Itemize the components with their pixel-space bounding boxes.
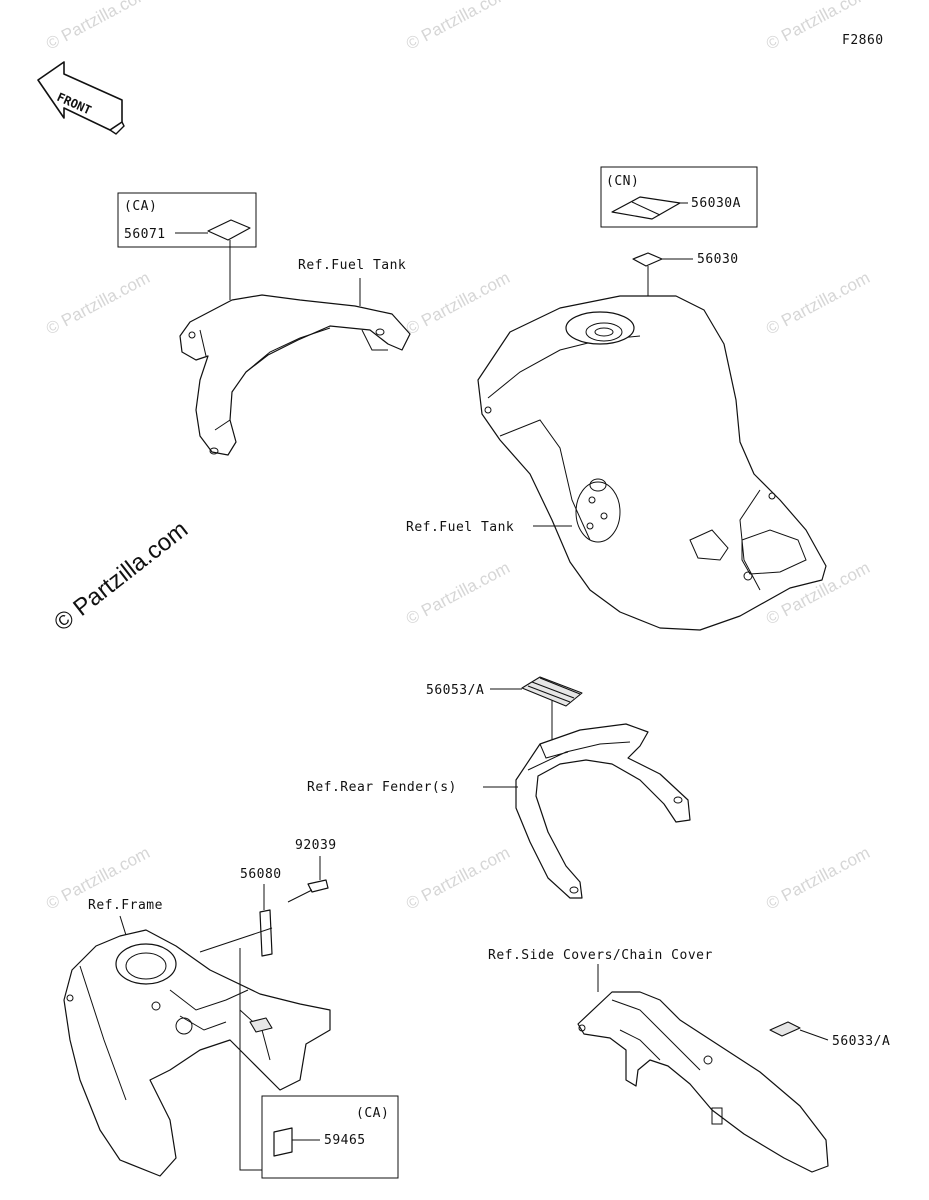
part-56033-label: 56033/A (832, 1034, 890, 1049)
ca-upper-region: (CA) (124, 199, 157, 214)
part-59465-label: 59465 (324, 1133, 366, 1148)
watermark: © Partzilla.com (403, 268, 513, 339)
label-56033-icon (769, 1021, 801, 1037)
front-arrow-icon: FRONT (37, 61, 125, 135)
ref-fuel-tank-upper-label: Ref.Fuel Tank (298, 258, 406, 273)
ref-frame-label: Ref.Frame (88, 898, 163, 913)
watermark: © Partzilla.com (403, 0, 513, 54)
chain-cover-part (577, 991, 829, 1173)
watermark: © Partzilla.com (763, 843, 873, 914)
watermark: © Partzilla.com (43, 0, 153, 54)
part-56071-label: 56071 (124, 227, 166, 242)
part-56030-label: 56030 (697, 252, 739, 267)
cable-tie-icon (307, 879, 329, 893)
rear-fender-part (515, 723, 691, 899)
label-59465-icon (273, 1127, 293, 1157)
part-56080-label: 56080 (240, 867, 282, 882)
upper-bracket-part (179, 294, 411, 456)
frame-part (63, 929, 331, 1177)
ca-upper-callout: (CA) 56071 (117, 192, 257, 300)
ca-lower-region: (CA) (356, 1106, 389, 1121)
watermark-layer: © Partzilla.com © Partzilla.com © Partzi… (43, 0, 873, 914)
cn-callout: (CN) 56030A (600, 166, 758, 228)
ca-lower-callout: (CA) 59465 (261, 1095, 399, 1179)
figure-code: F2860 (842, 33, 884, 48)
watermark: © Partzilla.com (403, 558, 513, 629)
label-56071-icon (207, 219, 251, 241)
label-56030-icon (632, 252, 663, 267)
label-56080-icon (259, 909, 273, 957)
ref-fuel-tank-lower-label: Ref.Fuel Tank (406, 520, 514, 535)
watermark: © Partzilla.com (403, 843, 513, 914)
label-56053-icon (521, 676, 583, 707)
part-56030a-label: 56030A (691, 196, 741, 211)
ref-side-covers-label: Ref.Side Covers/Chain Cover (488, 948, 713, 963)
part-92039-label: 92039 (295, 838, 337, 853)
watermark: © Partzilla.com (43, 268, 153, 339)
watermark: © Partzilla.com (763, 268, 873, 339)
cn-region: (CN) (606, 174, 639, 189)
watermark-main: © Partzilla.com (49, 516, 193, 637)
part-56053-label: 56053/A (426, 683, 484, 698)
ref-rear-fender-label: Ref.Rear Fender(s) (307, 780, 457, 795)
fuel-tank-part (477, 295, 827, 631)
